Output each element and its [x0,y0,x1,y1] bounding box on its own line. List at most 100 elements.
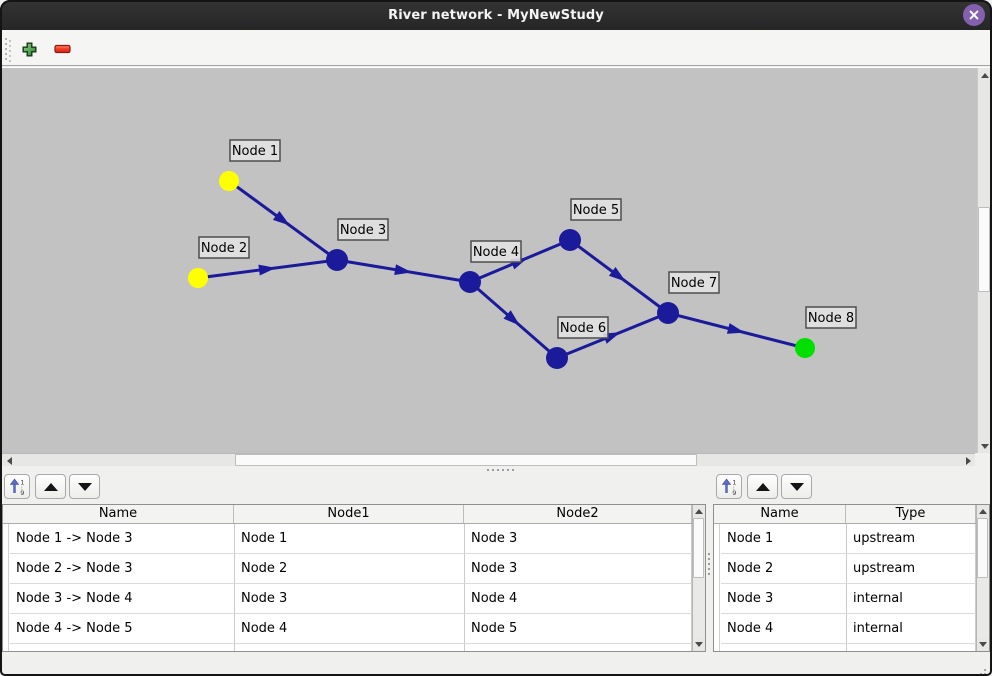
table-cell[interactable]: Node 3 [465,524,692,553]
remove-node-button[interactable] [51,39,73,59]
toolbar-grip[interactable] [5,38,7,40]
graph-node-node-1[interactable] [219,171,239,191]
node-label-box-node-3[interactable] [337,218,389,241]
scroll-down-button[interactable] [693,638,705,651]
nodes-move-up-button[interactable] [747,474,778,499]
column-header-type[interactable]: Type [846,505,976,523]
graph-node-node-4[interactable] [459,271,481,293]
table-cell [10,644,235,651]
column-header-name[interactable]: Name [3,505,234,523]
vscroll-thumb[interactable] [977,518,988,578]
horizontal-splitter[interactable] [0,466,992,473]
scroll-left-button[interactable] [2,454,16,467]
table-cell[interactable]: Node 1 -> Node 3 [10,524,235,553]
close-icon [969,10,979,20]
table-cell[interactable]: Node 4 [721,614,847,643]
node-label-text: Node 8 [808,311,854,326]
vertical-splitter-handle[interactable] [708,553,710,555]
table-cell[interactable]: Node 4 -> Node 5 [10,614,235,643]
reaches-move-down-button[interactable] [69,474,100,499]
table-cell[interactable]: Node 1 [721,524,847,553]
triangle-down-icon [980,443,989,449]
scroll-up-button[interactable] [977,505,989,518]
nodes-table-vscrollbar[interactable] [976,505,989,651]
table-cell[interactable]: Node 1 [235,524,465,553]
graph-node-node-8[interactable] [795,338,815,358]
node-label-box-node-6[interactable] [557,316,609,339]
table-cell[interactable]: upstream [847,524,976,553]
window-title: River network - MyNewStudy [388,7,604,23]
node-label-box-node-2[interactable] [198,236,250,259]
table-cell[interactable]: Node 2 [721,554,847,583]
nodes-move-down-button[interactable] [781,474,812,499]
titlebar: River network - MyNewStudy [0,0,992,30]
table-cell[interactable]: Node 2 -> Node 3 [10,554,235,583]
node-label-box-node-5[interactable] [570,198,622,221]
graph-node-node-5[interactable] [559,229,581,251]
table-cell[interactable]: Node 5 [465,614,692,643]
reaches-sort-button[interactable]: 1 9 [4,474,30,499]
node-label-box-node-7[interactable] [668,271,720,294]
close-button[interactable] [963,4,985,26]
vscroll-thumb[interactable] [693,518,704,578]
canvas-hscrollbar[interactable] [2,453,975,467]
table-cell[interactable]: internal [847,614,976,643]
node-label-text: Node 1 [232,144,278,159]
scroll-down-button[interactable] [977,638,989,651]
down-arrow-icon [77,482,92,491]
reaches-table-vscrollbar[interactable] [692,505,705,651]
table-cell[interactable]: upstream [847,554,976,583]
table-cell [721,644,847,651]
nodes-sort-button[interactable]: 1 9 [716,474,742,499]
resize-grip-icon[interactable] [984,669,986,671]
reaches-move-up-button[interactable] [35,474,66,499]
table-cell[interactable]: Node 3 [235,584,465,613]
graph-node-node-2[interactable] [188,268,208,288]
vscroll-thumb[interactable] [978,207,990,292]
main-toolbar [0,30,992,66]
table-cell[interactable]: Node 4 [235,614,465,643]
canvas-vscrollbar[interactable] [977,68,991,453]
scroll-up-button[interactable] [978,68,991,82]
graph-node-node-6[interactable] [546,347,568,369]
triangle-right-icon [965,456,971,465]
flow-direction-arrow-icon [726,323,745,334]
column-header-node1[interactable]: Node1 [234,505,464,523]
table-cell[interactable]: Node 2 [235,554,465,583]
graph-node-node-3[interactable] [326,249,348,271]
scroll-up-button[interactable] [693,505,705,518]
scroll-down-button[interactable] [978,439,991,453]
table-cell[interactable]: Node 4 [465,584,692,613]
add-node-button[interactable] [18,39,40,59]
column-header-name[interactable]: Name [714,505,846,523]
node-label-box-node-1[interactable] [229,139,281,162]
toolbar-separator [0,67,992,68]
column-header-node2[interactable]: Node2 [464,505,692,523]
table-cell[interactable]: Node 3 [721,584,847,613]
table-cell[interactable]: Node 3 -> Node 4 [10,584,235,613]
table-cell[interactable]: internal [847,584,976,613]
graph-node-node-7[interactable] [657,302,679,324]
node-label-box-node-8[interactable] [805,306,857,329]
node-label-box-node-4[interactable] [470,240,522,263]
triangle-up-icon [980,72,989,78]
hscroll-thumb[interactable] [235,454,697,466]
table-cell[interactable]: Node 3 [465,554,692,583]
node-label-text: Node 5 [573,203,619,218]
scroll-right-button[interactable] [961,454,975,467]
node-label-text: Node 6 [560,321,606,336]
svg-text:1: 1 [732,478,736,486]
